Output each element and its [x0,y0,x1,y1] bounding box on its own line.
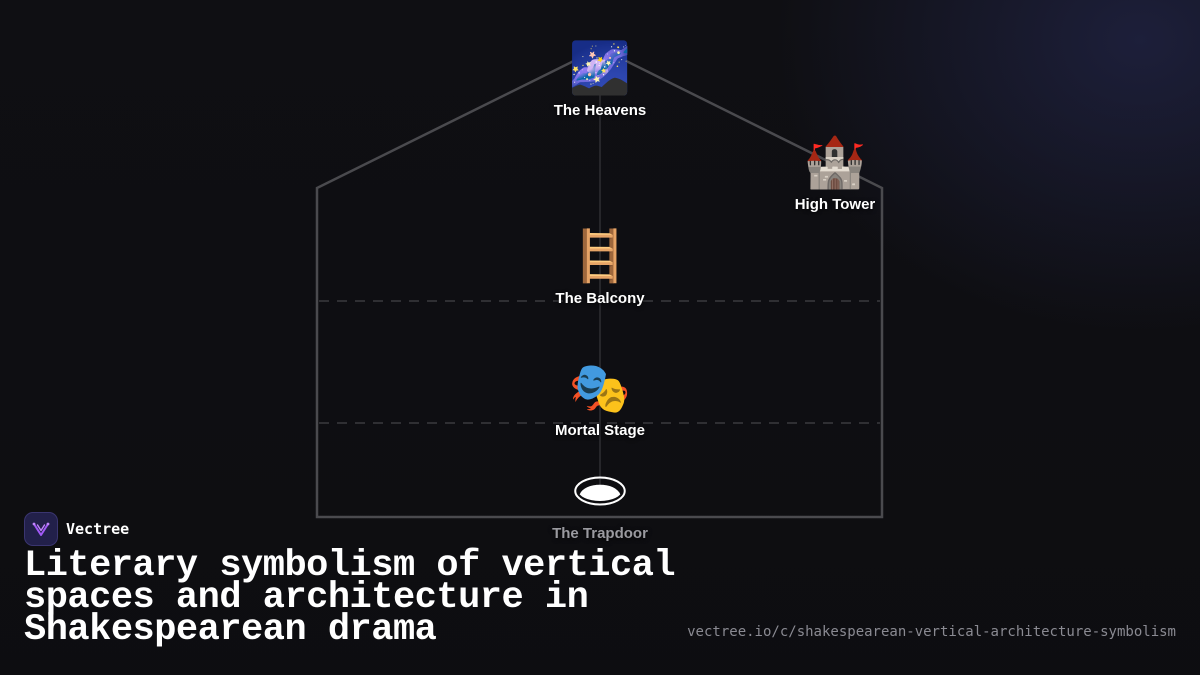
house-outline [315,46,884,519]
brand-name: Vectree [66,520,130,538]
node-the-trapdoor: 🕳 The Trapdoor [510,463,690,542]
milky-way-icon: 🌌 [568,39,632,97]
theater-masks-icon: 🎭 [568,359,632,417]
node-label: The Trapdoor [552,525,648,542]
node-label: The Heavens [553,102,647,119]
node-high-tower: 🏰 High Tower [745,134,925,213]
node-label: High Tower [794,196,876,213]
node-label: The Balcony [555,290,645,307]
ladder-icon: 🪜 [568,227,632,285]
brand: Vectree [24,512,129,546]
node-mortal-stage: 🎭 Mortal Stage [510,360,690,439]
castle-icon: 🏰 [803,133,867,191]
node-the-heavens: 🌌 The Heavens [510,40,690,119]
node-the-balcony: 🪜 The Balcony [510,228,690,307]
page-title: Literary symbolism of vertical spaces an… [24,545,676,651]
source-url: vectree.io/c/shakespearean-vertical-arch… [687,624,1176,640]
vectree-logo-icon [24,512,58,546]
hole-icon: 🕳 [568,462,632,520]
node-label: Mortal Stage [554,422,645,439]
